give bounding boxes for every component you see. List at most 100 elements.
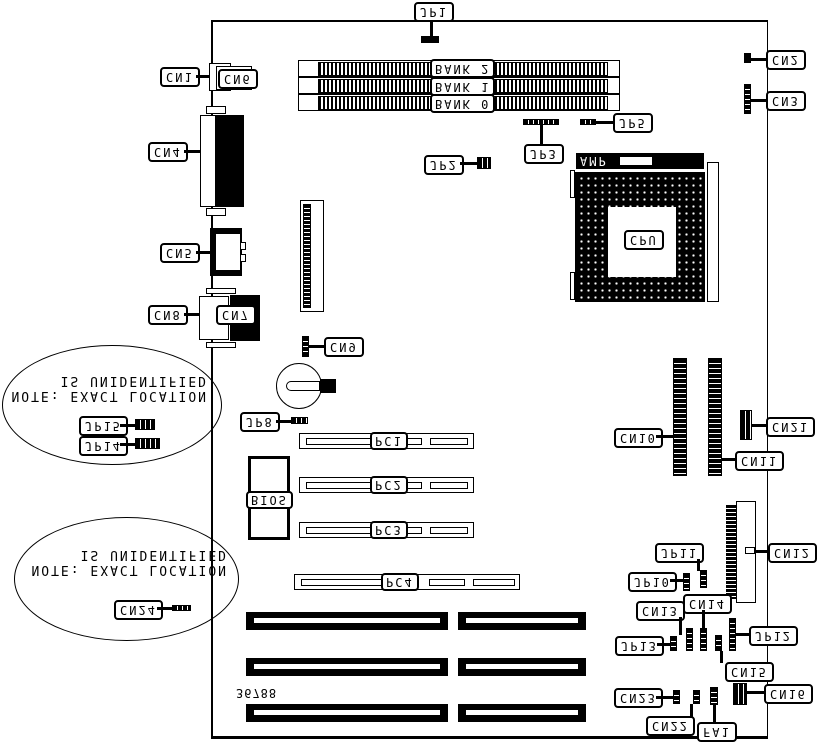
- leader-cn9: [309, 345, 325, 348]
- label-jp5-text: JP5: [619, 116, 647, 130]
- note-ellipse-2: [14, 517, 239, 641]
- label-jp11-text: JP11: [661, 546, 698, 560]
- leader-jp10: [670, 579, 684, 582]
- leader-fa1: [713, 705, 716, 723]
- connector-cn12-pins: [726, 505, 736, 599]
- label-jp11: JP11: [655, 543, 704, 563]
- leader-jp5: [596, 121, 614, 124]
- label-pc3: PC3: [370, 521, 408, 539]
- label-pc4-text: PC4: [386, 575, 414, 589]
- leader-jp1: [430, 22, 433, 36]
- leader-cn21: [752, 424, 768, 427]
- label-cn24: CN24: [114, 600, 163, 620]
- label-cn8-text: CN8: [154, 308, 182, 322]
- label-jp2: JP2: [424, 155, 464, 175]
- jumper-jp8: [291, 417, 308, 424]
- label-cn22-text: CN22: [652, 719, 689, 733]
- label-cn9: CN9: [324, 337, 364, 357]
- label-cn14-text: CN14: [689, 597, 726, 611]
- connector-cn3: [744, 84, 751, 114]
- label-jp8: JP8: [240, 412, 280, 432]
- label-cn3: CN3: [766, 91, 806, 111]
- label-cn7: CN7: [216, 305, 256, 325]
- jumper-jp2: [477, 157, 491, 169]
- label-cn12-text: CN12: [774, 546, 811, 560]
- label-cpu-text: CPU: [630, 233, 658, 247]
- leader-cn10: [656, 435, 674, 438]
- label-bank-0-text: BANK 0: [435, 97, 491, 111]
- isa-slot-1b: [458, 612, 586, 630]
- leader-cn2: [751, 58, 767, 61]
- leader-cn15: [720, 651, 723, 663]
- isa-slot-2a: [246, 658, 448, 676]
- label-cn2-text: CN2: [772, 53, 800, 67]
- label-cn21: CN21: [766, 417, 815, 437]
- jumper-jp11: [700, 570, 707, 588]
- label-cn15-text: CN15: [731, 665, 768, 679]
- label-jp1: JP1: [414, 2, 454, 22]
- label-cn4: CN4: [148, 142, 188, 162]
- isa-slot-3b: [458, 704, 586, 722]
- jumper-jp10: [683, 573, 690, 591]
- label-jp10-text: JP10: [634, 575, 671, 589]
- leader-cn3: [751, 99, 767, 102]
- leader-cn8: [184, 313, 200, 316]
- part-number-text: 36788: [236, 686, 278, 700]
- label-cn10: CN10: [614, 428, 663, 448]
- label-pc1: PC1: [370, 432, 408, 450]
- label-bank-0: BANK 0: [430, 94, 496, 113]
- leader-jp11: [697, 559, 700, 571]
- label-pc1-text: PC1: [375, 434, 403, 448]
- connector-cn22: [693, 690, 700, 704]
- label-fa1: FA1: [697, 722, 737, 742]
- label-cn21-text: CN21: [772, 420, 809, 434]
- note-1-text: IS UNIDENTIFIED NOTE: EXACT LOCATION: [11, 373, 208, 403]
- label-jp13: JP13: [615, 636, 664, 656]
- label-jp2-text: JP2: [430, 158, 458, 172]
- label-jp14: JP14: [79, 436, 128, 456]
- label-jp15-text: JP15: [85, 419, 122, 433]
- connector-fa1: [710, 687, 718, 705]
- leader-jp2: [460, 162, 478, 165]
- leader-cn14: [702, 610, 705, 628]
- label-cn1: CN1: [160, 67, 200, 87]
- leader-cn24: [157, 607, 173, 610]
- power-connector-pins: [303, 204, 311, 308]
- label-cn5-text: CN5: [166, 246, 194, 260]
- connector-cn16: [733, 683, 747, 705]
- note-2-text: IS UNIDENTIFIED NOTE: EXACT LOCATION: [31, 547, 228, 577]
- label-pc4: PC4: [381, 573, 419, 591]
- label-cn15: CN15: [725, 662, 774, 682]
- label-cn23-text: CN23: [620, 691, 657, 705]
- leader-cn4: [184, 150, 202, 153]
- label-cn14: CN14: [683, 594, 732, 614]
- leader-cn22: [690, 704, 693, 718]
- label-bank-1-text: BANK 1: [435, 80, 491, 94]
- amp-label: AMP: [580, 154, 608, 168]
- isa-slot-2b: [458, 658, 586, 676]
- jumper-jp12: [729, 618, 736, 651]
- leader-cn16: [747, 691, 765, 694]
- amp-label-text: AMP: [580, 154, 608, 168]
- label-fa1-text: FA1: [703, 725, 731, 739]
- label-jp8-text: JP8: [246, 415, 274, 429]
- label-cn5: CN5: [160, 243, 200, 263]
- label-jp5: JP5: [613, 113, 653, 133]
- jumper-jp13: [670, 636, 677, 651]
- leader-cn1: [196, 75, 210, 78]
- label-bios: BIOS: [246, 491, 293, 509]
- label-cn9-text: CN9: [330, 340, 358, 354]
- isa-slot-3a: [246, 704, 448, 722]
- label-bios-text: BIOS: [251, 493, 288, 507]
- jumper-jp3: [523, 119, 559, 125]
- label-cn6-text: CN6: [224, 72, 252, 86]
- leader-jp14: [120, 443, 136, 446]
- note-1-line1: NOTE: EXACT LOCATION: [11, 388, 208, 403]
- leader-cn23: [656, 696, 674, 699]
- label-cn16-text: CN16: [770, 687, 807, 701]
- label-jp12: JP12: [749, 626, 798, 646]
- label-jp12-text: JP12: [755, 629, 792, 643]
- label-cn13: CN13: [636, 601, 685, 621]
- label-cn8: CN8: [148, 305, 188, 325]
- label-cn16: CN16: [764, 684, 813, 704]
